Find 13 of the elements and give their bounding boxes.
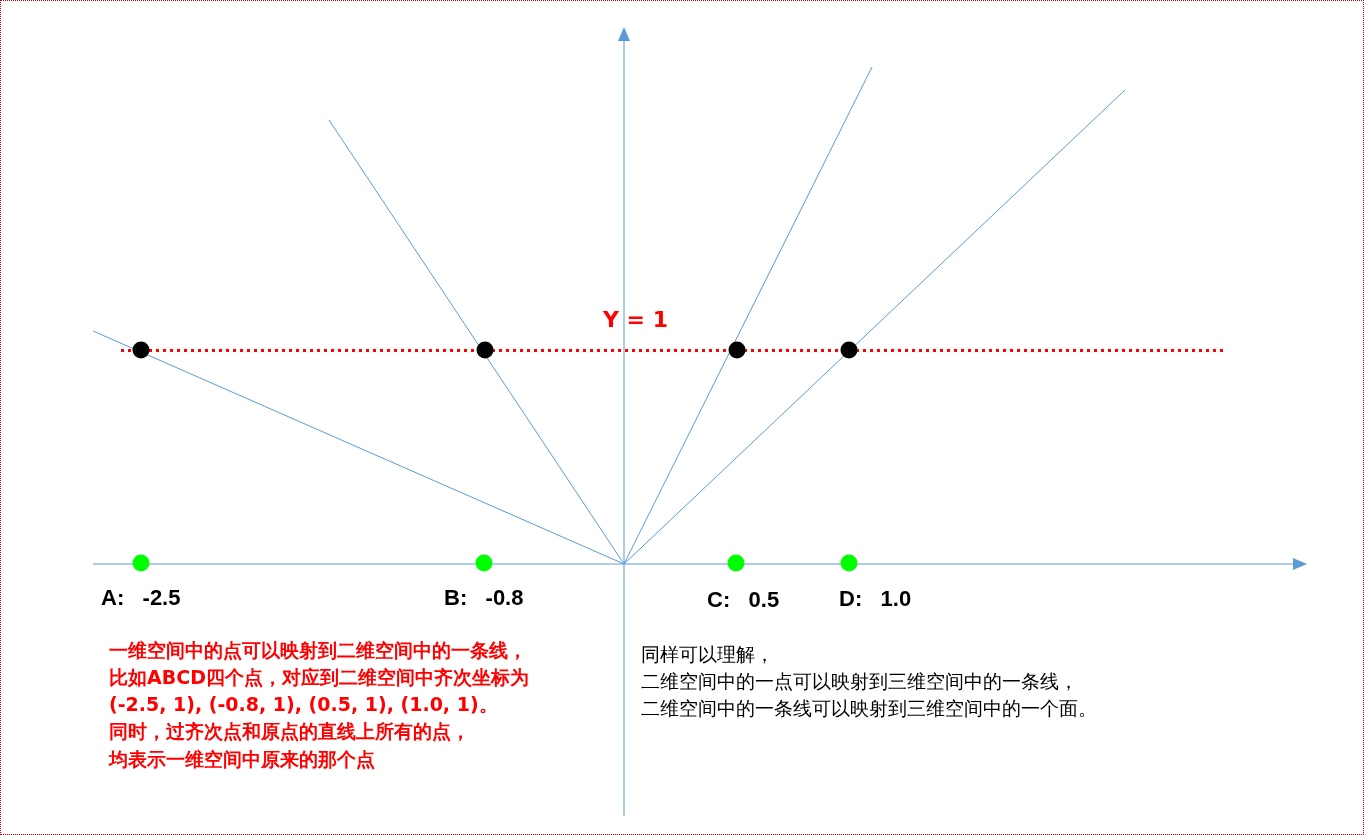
note-text: 比如ABCD四个点，对应到二维空间中齐次坐标为 [109, 668, 529, 687]
note-text: 二维空间中的一条线可以映射到三维空间中的一个面。 [641, 699, 1097, 718]
point-label: B: -0.8 [444, 587, 524, 609]
point-label: A: -2.5 [101, 587, 181, 609]
note-text: 二维空间中的一点可以映射到三维空间中的一条线， [641, 672, 1078, 691]
point-label: C: 0.5 [707, 589, 780, 611]
note-text: (-2.5, 1), (-0.8, 1), (0.5, 1), (1.0, 1)。 [109, 695, 498, 714]
note-text: 同时，过齐次点和原点的直线上所有的点， [109, 722, 470, 741]
note-text: 均表示一维空间中原来的那个点 [109, 750, 375, 769]
point-label: D: 1.0 [839, 588, 912, 610]
axis-label: Y = 1 [603, 309, 668, 331]
note-text: 一维空间中的点可以映射到二维空间中的一条线， [109, 641, 527, 660]
note-text: 同样可以理解， [641, 645, 774, 664]
